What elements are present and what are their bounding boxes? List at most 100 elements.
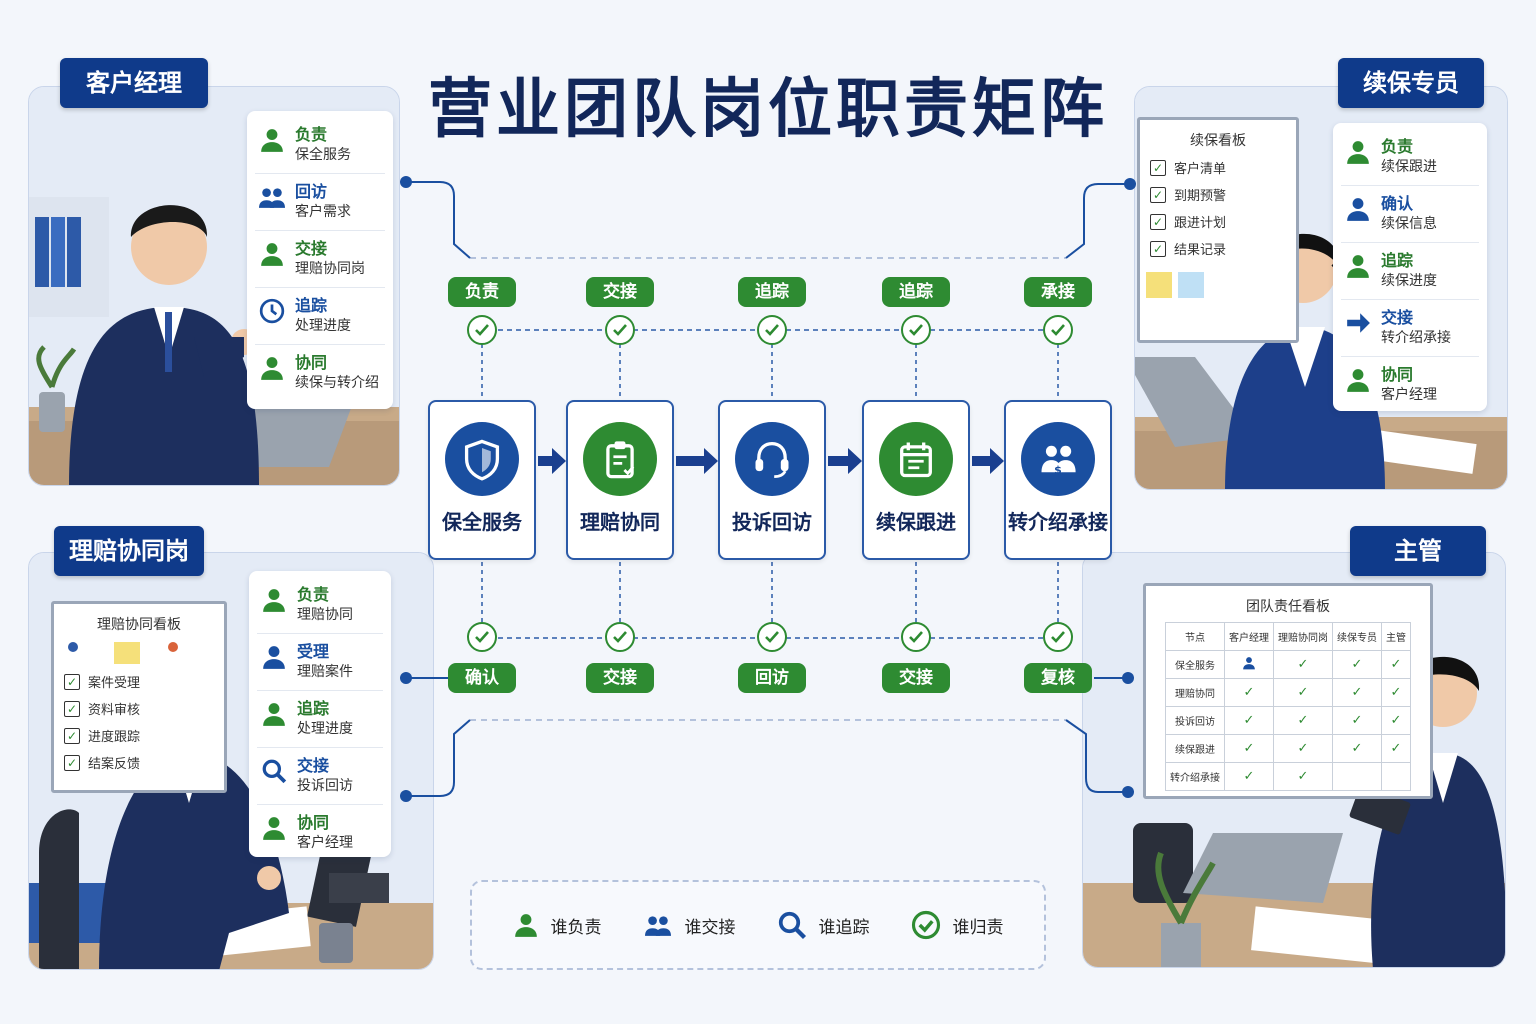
process-step: 保全服务 xyxy=(428,400,536,560)
search-icon xyxy=(777,910,807,940)
matrix-cell: ✓ xyxy=(1332,650,1382,679)
matrix-cell: ✓ xyxy=(1273,678,1333,707)
check-circle-icon xyxy=(467,315,497,345)
duty-text: 理赔案件 xyxy=(297,664,353,680)
responsibility-tag: 确认 xyxy=(448,663,516,693)
duty-verb: 追踪 xyxy=(295,296,328,315)
matrix-header-cell: 节点 xyxy=(1165,622,1225,651)
person-icon xyxy=(513,912,539,938)
matrix-cell: ✓ xyxy=(1332,734,1382,763)
duty-text: 处理进度 xyxy=(297,721,353,737)
check-circle-icon xyxy=(757,622,787,652)
checkbox-icon: ✓ xyxy=(1150,186,1166,203)
check-circle-icon xyxy=(605,315,635,345)
duty-verb: 受理 xyxy=(297,642,330,661)
duty-text: 续保跟进 xyxy=(1381,159,1437,175)
role-badge-supervisor: 主管 xyxy=(1350,526,1486,576)
check-circle-icon xyxy=(901,622,931,652)
checkbox-icon: ✓ xyxy=(64,727,80,744)
matrix-header-row: 节点 客户经理 理赔协同岗 续保专员 主管 xyxy=(1165,622,1411,651)
board-title: 团队责任看板 xyxy=(1246,599,1330,615)
legend-item: 谁归责 xyxy=(911,910,1004,940)
matrix-node-cell: 理赔协同 xyxy=(1165,678,1225,707)
board-item: ✓进度跟踪 xyxy=(64,726,224,745)
board-title: 续保看板 xyxy=(1190,133,1246,149)
legend-item: 谁交接 xyxy=(643,912,736,938)
responsibility-tag: 承接 xyxy=(1024,277,1092,307)
person-clock-icon xyxy=(1345,253,1371,279)
renewal-duty-card: 负责续保跟进 确认续保信息 追踪续保进度 交接转介绍承接 协同客户经理 xyxy=(1333,123,1487,411)
checkbox-icon: ✓ xyxy=(64,673,80,690)
responsibility-tag: 负责 xyxy=(448,277,516,307)
matrix-cell: ✓ xyxy=(1332,706,1382,735)
board-item-label: 结案反馈 xyxy=(88,757,141,772)
account-manager-duty-card: 负责保全服务 回访客户需求 交接理赔协同岗 追踪处理进度 协同续保与转介绍 xyxy=(247,111,393,409)
matrix-header-cell: 客户经理 xyxy=(1224,622,1274,651)
duty-verb: 交接 xyxy=(1381,308,1414,327)
board-item: ✓到期预警 xyxy=(1150,185,1296,204)
matrix-cell: ✓ xyxy=(1381,678,1411,707)
legend-item: 谁追踪 xyxy=(777,910,870,940)
duty-item: 交接转介绍承接 xyxy=(1341,300,1479,357)
page-title: 营业团队岗位职责矩阵 xyxy=(428,73,1108,147)
duty-item: 追踪处理进度 xyxy=(255,288,385,345)
duty-text: 续保与转介绍 xyxy=(295,375,379,391)
matrix-cell: ✓ xyxy=(1273,706,1333,735)
flow-arrow-icon xyxy=(676,448,718,474)
responsibility-tag: 追踪 xyxy=(738,277,806,307)
person-sync-icon xyxy=(261,815,287,841)
matrix-cell: ✓ xyxy=(1381,734,1411,763)
responsibility-tag: 交接 xyxy=(882,663,950,693)
matrix-cell: ✓ xyxy=(1332,678,1382,707)
legend-item: 谁负责 xyxy=(513,912,602,938)
board-item-label: 客户清单 xyxy=(1174,162,1227,177)
duty-verb: 回访 xyxy=(295,182,328,201)
check-circle-icon xyxy=(467,622,497,652)
check-circle-icon xyxy=(605,622,635,652)
duty-text: 续保信息 xyxy=(1381,216,1437,232)
person-sync-icon xyxy=(1345,367,1371,393)
process-step: 理赔协同 xyxy=(566,400,674,560)
check-circle-icon xyxy=(757,315,787,345)
duty-item: 追踪续保进度 xyxy=(1341,243,1479,300)
sticky-note-icon xyxy=(1178,272,1204,298)
checkbox-icon: ✓ xyxy=(64,700,80,717)
duty-verb: 协同 xyxy=(1381,365,1414,384)
duty-text: 投诉回访 xyxy=(297,778,353,794)
board-item: ✓ 客户清单 xyxy=(1150,158,1296,177)
referral-icon: $ xyxy=(1021,422,1095,496)
checkbox-icon: ✓ xyxy=(64,754,80,771)
person-icon xyxy=(259,127,285,153)
matrix-node-cell: 投诉回访 xyxy=(1165,706,1225,735)
checkbox-icon: ✓ xyxy=(1150,159,1166,176)
responsibility-tag: 交接 xyxy=(586,663,654,693)
person-sync-icon xyxy=(259,355,285,381)
process-step-label: 续保跟进 xyxy=(876,510,956,534)
person-icon xyxy=(1345,196,1371,222)
claims-coordinator-panel: 理赔协同看板 ✓案件受理 ✓资料审核 ✓进度跟踪 ✓结案反馈 负责理赔协同 受理… xyxy=(28,552,434,970)
board-item-label: 跟进计划 xyxy=(1174,216,1227,231)
arrow-right-icon xyxy=(1345,310,1371,336)
role-badge-account-manager: 客户经理 xyxy=(60,58,208,108)
duty-verb: 追踪 xyxy=(297,699,330,718)
person-icon xyxy=(261,587,287,613)
matrix-cell: ✓ xyxy=(1224,734,1274,763)
duty-verb: 负责 xyxy=(295,125,328,144)
responsibility-matrix: 节点 客户经理 理赔协同岗 续保专员 主管 保全服务 ✓ ✓ ✓ 理赔协同 ✓ … xyxy=(1165,622,1411,791)
duty-item: 追踪处理进度 xyxy=(257,691,383,748)
responsibility-tag: 回访 xyxy=(738,663,806,693)
person-clock-icon xyxy=(261,701,287,727)
matrix-cell: ✓ xyxy=(1224,706,1274,735)
duty-verb: 追踪 xyxy=(1381,251,1414,270)
matrix-cell: ✓ xyxy=(1224,678,1274,707)
matrix-cell: ✓ xyxy=(1381,650,1411,679)
board-dots xyxy=(68,642,224,664)
process-step-label: 投诉回访 xyxy=(732,510,812,534)
svg-text:$: $ xyxy=(1054,463,1062,476)
group-icon xyxy=(259,184,285,210)
team-responsibility-board: 团队责任看板 节点 客户经理 理赔协同岗 续保专员 主管 保全服务 ✓ ✓ ✓ … xyxy=(1143,583,1433,799)
matrix-cell xyxy=(1381,762,1411,791)
duty-text: 转介绍承接 xyxy=(1381,330,1451,346)
clipboard-icon xyxy=(583,422,657,496)
matrix-cell: ✓ xyxy=(1273,734,1333,763)
